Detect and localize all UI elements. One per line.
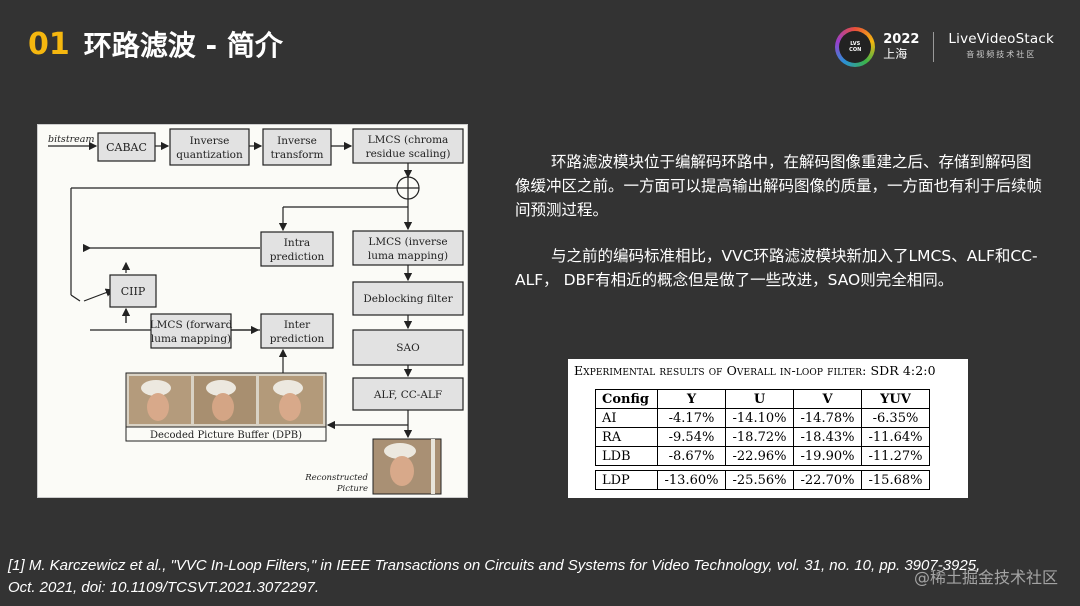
inv-transform-label-1: Inverse — [277, 135, 317, 147]
table-cell: LDB — [595, 446, 658, 466]
brand-name: LiveVideoStack — [948, 31, 1054, 47]
table-row: RA -9.54% -18.72% -18.43% -11.64% — [595, 427, 930, 447]
table-cell: -14.78% — [793, 408, 862, 428]
inv-quant-label-1: Inverse — [190, 135, 230, 147]
logo-divider — [933, 32, 935, 62]
cabac-label: CABAC — [106, 141, 147, 154]
paragraph-1: 环路滤波模块位于编解码环路中，在解码图像重建之后、存储到解码图像缓冲区之前。一方… — [515, 153, 1043, 219]
inter-prediction-box — [260, 313, 334, 349]
table-cell: -15.68% — [861, 470, 930, 490]
lmcs-inverse-label-2: luma mapping) — [368, 250, 448, 262]
cabac-box — [97, 132, 156, 162]
bitstream-label: bitstream — [48, 134, 94, 145]
table-cell: -6.35% — [861, 408, 930, 428]
lmcs-chroma-box — [352, 128, 464, 164]
results-table: Config Y U V YUV AI -4.17% -14.10% -14.7… — [595, 389, 930, 490]
inverse-quantization-box — [169, 128, 250, 166]
footnote-line-1: [1] M. Karczewicz et al., "VVC In-Loop F… — [8, 557, 981, 574]
sao-box — [352, 329, 464, 366]
inter-label-2: prediction — [270, 333, 325, 345]
reconstructed-label-1: Reconstructed — [304, 473, 368, 483]
lmcs-inverse-label-1: LMCS (inverse — [368, 236, 447, 248]
deblocking-box — [352, 281, 464, 316]
event-city: 上海 — [883, 47, 908, 61]
lmcs-inverse-box — [352, 230, 464, 266]
alf-label: ALF, CC-ALF — [373, 389, 442, 401]
table-cell: -8.67% — [657, 446, 726, 466]
reconstructed-picture — [372, 438, 442, 495]
table-cell: -18.72% — [725, 427, 794, 447]
reference-footnote: [1] M. Karczewicz et al., "VVC In-Loop F… — [8, 555, 1008, 599]
lmcs-forward-label-1: LMCS (forward — [150, 319, 233, 331]
table-cell: -14.10% — [725, 408, 794, 428]
table-cell: -4.17% — [657, 408, 726, 428]
table-cell: -18.43% — [793, 427, 862, 447]
table-cell: -25.56% — [725, 470, 794, 490]
alf-box — [352, 377, 464, 411]
intra-label-1: Intra — [284, 237, 310, 249]
table-cell: -9.54% — [657, 427, 726, 447]
lmcs-forward-box — [150, 313, 232, 349]
ciip-label: CIIP — [121, 285, 146, 298]
table-cell: RA — [595, 427, 658, 447]
section-title: 环路滤波 - 简介 — [83, 29, 283, 62]
event-date: 2022 上海 — [883, 32, 920, 62]
inverse-transform-box — [262, 128, 332, 166]
table-cell: -11.27% — [861, 446, 930, 466]
paragraph-2: 与之前的编码标准相比，VVC环路滤波模块新加入了LMCS、ALF和CC-ALF，… — [515, 247, 1038, 289]
livevideostack-logo: LiveVideoStack 音视频技术社区 — [948, 32, 1054, 62]
dpb-frames — [125, 372, 327, 442]
header-u: U — [725, 389, 794, 409]
brand-subtitle: 音视频技术社区 — [966, 50, 1037, 59]
inv-transform-label-2: transform — [271, 149, 324, 161]
section-number: 01 — [28, 26, 70, 62]
description-text: 环路滤波模块位于编解码环路中，在解码图像重建之后、存储到解码图像缓冲区之前。一方… — [515, 150, 1043, 314]
decoder-block-diagram: bitstream CABAC Inverse quantization Inv… — [37, 124, 468, 498]
intra-label-2: prediction — [270, 251, 325, 263]
event-year: 2022 — [883, 32, 920, 47]
table-cell: -22.96% — [725, 446, 794, 466]
footnote-line-2: Oct. 2021, doi: 10.1109/TCSVT.2021.30722… — [8, 579, 320, 596]
deblocking-label: Deblocking filter — [363, 293, 453, 305]
header-config: Config — [595, 389, 658, 409]
table-cell: -13.60% — [657, 470, 726, 490]
sao-label: SAO — [396, 342, 420, 354]
table-caption: Experimental results of Overall in-loop … — [574, 363, 936, 378]
table-cell: AI — [595, 408, 658, 428]
table-row: LDP -13.60% -25.56% -22.70% -15.68% — [595, 470, 930, 490]
inter-label-1: Inter — [284, 319, 311, 331]
dpb-label: Decoded Picture Buffer (DPB) — [150, 430, 302, 441]
intra-prediction-box — [260, 231, 334, 267]
ciip-box — [109, 274, 157, 308]
header-y: Y — [657, 389, 726, 409]
table-cell: -11.64% — [861, 427, 930, 447]
table-cell: -19.90% — [793, 446, 862, 466]
table-header-row: Config Y U V YUV — [595, 389, 930, 409]
table-cell: LDP — [595, 470, 658, 490]
results-table-card: Experimental results of Overall in-loop … — [568, 359, 968, 498]
header-yuv: YUV — [861, 389, 930, 409]
reconstructed-label-2: Picture — [336, 484, 368, 494]
header-v: V — [793, 389, 862, 409]
watermark: @稀土掘金技术社区 — [913, 568, 1058, 587]
slide-title: 01 环路滤波 - 简介 — [28, 22, 283, 66]
table-cell: -22.70% — [793, 470, 862, 490]
lmcs-chroma-label-1: LMCS (chroma — [368, 134, 449, 146]
lmcs-forward-label-2: luma mapping) — [151, 333, 231, 345]
table-row: LDB -8.67% -22.96% -19.90% -11.27% — [595, 446, 930, 466]
table-row: AI -4.17% -14.10% -14.78% -6.35% — [595, 408, 930, 428]
inv-quant-label-2: quantization — [176, 149, 243, 161]
lmcs-chroma-label-2: residue scaling) — [366, 148, 451, 160]
